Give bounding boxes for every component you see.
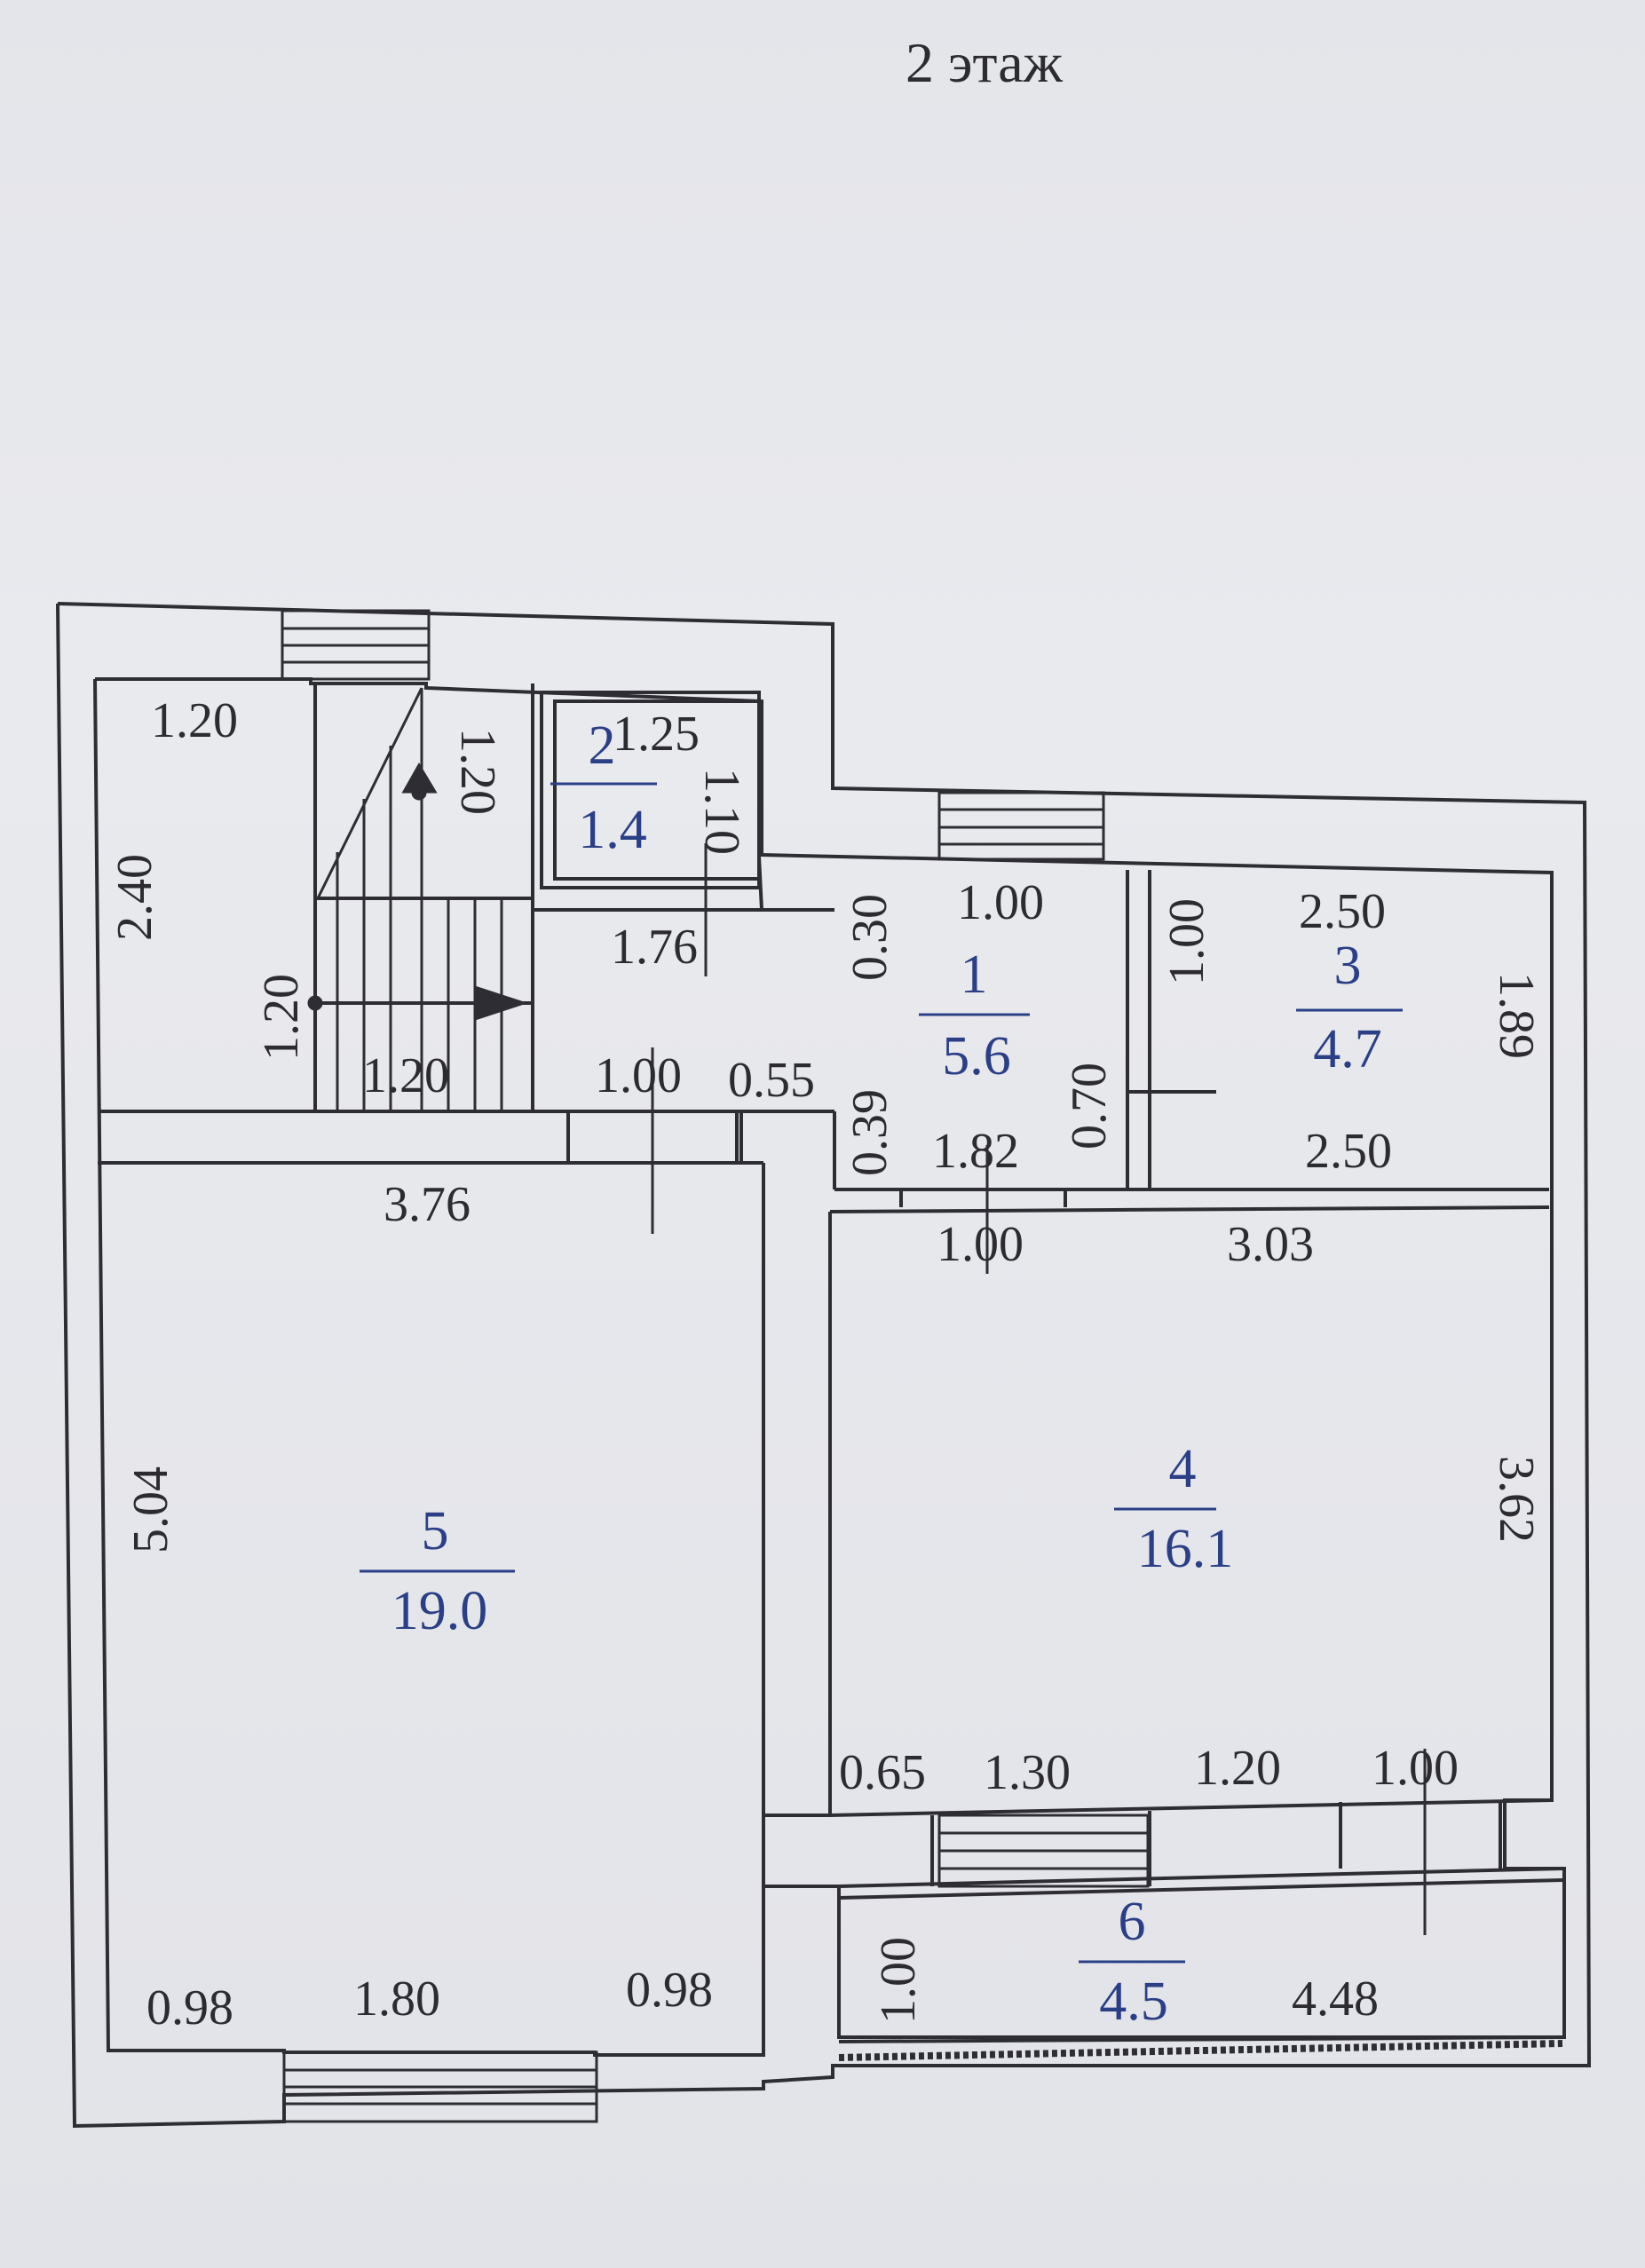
room-area: 19.0 — [391, 1581, 488, 1641]
room-2: 2 1.4 — [578, 715, 647, 860]
dimension: 0.55 — [728, 1053, 815, 1108]
dimension: 1.00 — [1159, 898, 1214, 985]
room-area: 5.6 — [942, 1026, 1011, 1087]
dimension: 1.00 — [595, 1048, 682, 1103]
room-area: 16.1 — [1137, 1519, 1234, 1579]
dimension: 1.00 — [871, 1937, 926, 2024]
dimension: 1.20 — [362, 1048, 449, 1103]
dimension: 1.20 — [450, 728, 505, 815]
staircase — [307, 687, 528, 1111]
window-top-left — [281, 609, 431, 681]
dimension: 1.80 — [353, 1972, 440, 2027]
dimension: 0.30 — [842, 894, 898, 981]
dimension: 1.00 — [1372, 1741, 1459, 1796]
balcony-edge — [838, 2040, 1563, 2061]
room-5: 5 19.0 — [391, 1501, 488, 1641]
dimension: 1.00 — [957, 875, 1044, 930]
dimension: 1.82 — [932, 1124, 1019, 1179]
window-bottom-left — [282, 2051, 598, 2123]
dimension: 1.30 — [984, 1745, 1071, 1800]
dimension: 0.65 — [839, 1745, 926, 1800]
dimension: 1.76 — [611, 920, 698, 975]
window-top-right — [937, 791, 1105, 861]
room-area: 1.4 — [578, 800, 647, 860]
dimension: 0.39 — [842, 1089, 898, 1176]
room-area: 4.7 — [1313, 1019, 1382, 1079]
window-balcony — [937, 1814, 1150, 1888]
dimension: 2.40 — [107, 854, 162, 941]
dimension: 5.04 — [123, 1466, 178, 1553]
dimension: 1.89 — [1489, 972, 1544, 1059]
dimension: 1.20 — [1194, 1741, 1281, 1796]
outer-walls — [56, 602, 1592, 2129]
dimension-labels: 1.20 2.40 1.20 1.20 1.20 1.25 1.10 1.76 … — [107, 693, 1544, 2035]
dimension: 1.00 — [937, 1217, 1024, 1272]
dimension: 3.62 — [1489, 1456, 1544, 1543]
room-6: 6 4.5 — [1099, 1892, 1168, 2032]
room-number: 4 — [1169, 1439, 1197, 1499]
dimension: 0.98 — [626, 1963, 713, 2018]
room-area: 4.5 — [1099, 1972, 1168, 2032]
dimension: 1.20 — [151, 693, 238, 748]
dimension: 0.98 — [146, 1980, 233, 2035]
dimension: 1.10 — [694, 768, 749, 855]
room-label-lines — [360, 782, 1403, 1964]
floor-title: 2 этаж — [906, 31, 1064, 94]
room-4: 4 16.1 — [1137, 1439, 1234, 1579]
room-number: 1 — [961, 944, 988, 1005]
room-number: 5 — [422, 1501, 449, 1561]
dimension: 0.70 — [1062, 1063, 1117, 1150]
room-1: 1 5.6 — [942, 944, 1011, 1087]
dimension: 4.48 — [1292, 1972, 1379, 2027]
dimension: 3.03 — [1227, 1217, 1314, 1272]
dimension: 1.25 — [613, 707, 700, 762]
door-lines — [651, 843, 1427, 1935]
dimension: 2.50 — [1305, 1124, 1392, 1179]
room-number: 6 — [1119, 1892, 1146, 1952]
room-3: 3 4.7 — [1313, 936, 1382, 1079]
room-number: 3 — [1334, 936, 1362, 996]
dimension: 2.50 — [1299, 884, 1386, 939]
room-number: 2 — [589, 715, 616, 776]
dimension: 3.76 — [384, 1177, 471, 1232]
dimension: 1.20 — [254, 974, 309, 1061]
